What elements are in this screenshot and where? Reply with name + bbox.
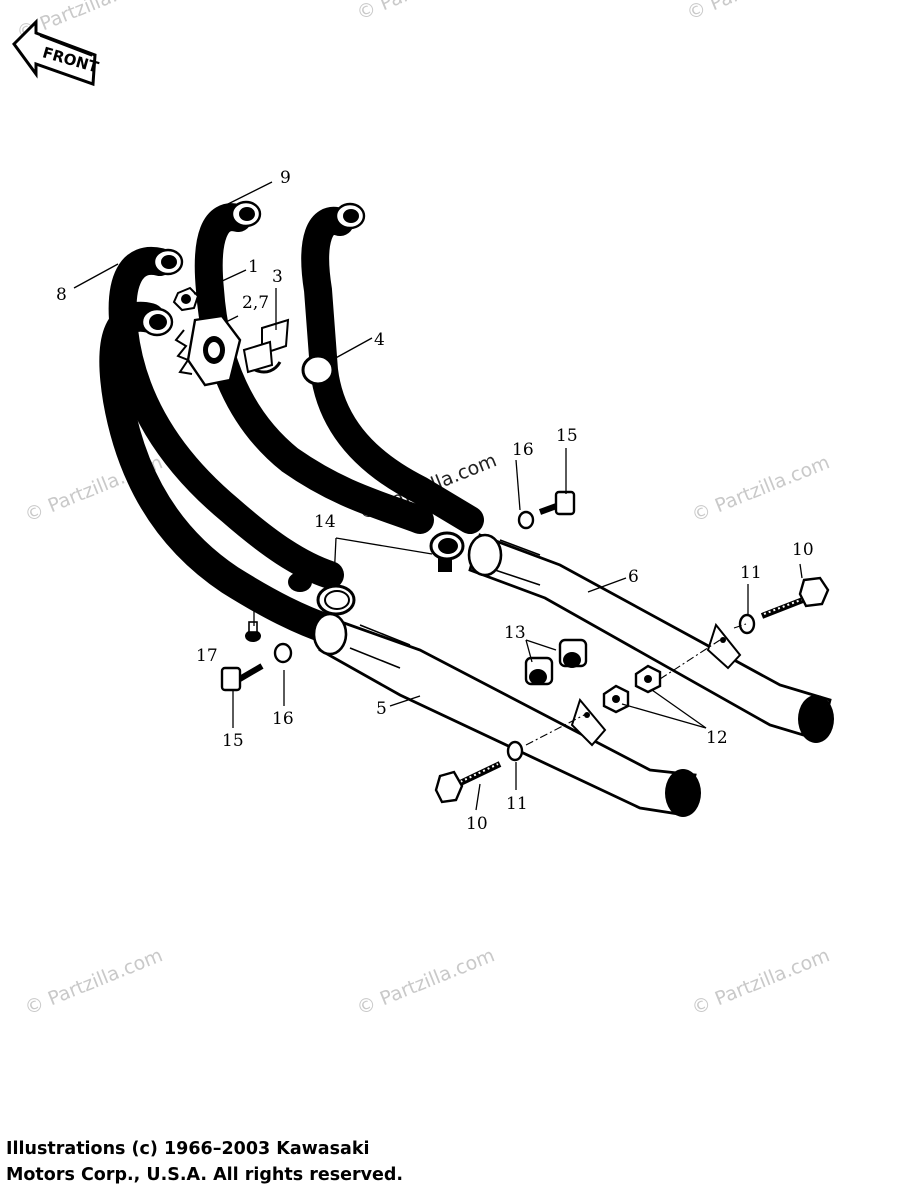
washer-16-lower [273,642,293,664]
callout-5: 5 [376,699,387,719]
muffler-5 [312,612,701,817]
callout-14: 14 [314,512,336,532]
watermark: © Partzilla.com [354,0,498,25]
collar-13-b [524,656,554,686]
muffler-6 [467,533,834,743]
collar-13-a [558,638,588,668]
callout-12: 12 [706,728,728,748]
pipe-rear-left [194,200,434,534]
callout-15: 15 [556,426,578,446]
screw-17 [245,621,261,642]
pipe-front-left [99,301,345,645]
split-keeper-3 [242,318,290,374]
clamp-14-upper [429,531,465,572]
front-arrow-icon: FRONT [12,18,101,87]
callout-13: 13 [504,623,526,643]
watermark: © Partzilla.com [354,944,498,1019]
bolt-15-lower [220,663,264,692]
copyright-notice: Illustrations (c) 1966–2003 Kawasaki Mot… [6,1136,606,1188]
callout-15: 15 [222,731,244,751]
watermark: © Partzilla.com [684,0,828,25]
watermark: © Partzilla.com [689,944,833,1019]
watermark: © Partzilla.com [22,944,166,1019]
alignment-lines [525,623,747,746]
pipe-end [400,510,424,530]
leader-lines [73,181,803,811]
callout-17: 17 [196,646,218,666]
callout-4: 4 [374,330,385,350]
gasket-4 [301,354,335,386]
callout-1: 1 [248,257,259,277]
callout-8: 8 [56,285,67,305]
bolt-15-upper [538,490,576,516]
callout-11: 11 [506,794,528,814]
watermark: © Partzilla.com [689,451,833,526]
callouts: 9 8 1 3 2,7 4 16 15 14 6 10 11 13 17 5 1… [56,168,814,834]
callout-16: 16 [272,709,294,729]
callout-9: 9 [280,168,291,188]
copyright-line-2: Motors Corp., U.S.A. All rights reserved… [6,1165,404,1185]
nut-1 [172,286,200,312]
callout-2-7: 2,7 [242,293,269,313]
callout-11: 11 [740,563,762,583]
bolt-10-upper [760,576,830,619]
callout-10: 10 [792,540,814,560]
clamp-14-lower [316,584,356,616]
callout-10: 10 [466,814,488,834]
callout-16: 16 [512,440,534,460]
exhaust-holder-2-7 [174,314,242,387]
callout-3: 3 [272,267,283,287]
bolt-10-lower [434,761,502,804]
washer-11-upper [738,613,756,635]
pipe-front-right [108,246,344,589]
washer-16-upper [517,510,535,530]
callout-6: 6 [628,567,639,587]
pipe-end [288,572,312,592]
copyright-line-1: Illustrations (c) 1966–2003 Kawasaki [6,1139,370,1159]
washer-11-lower [506,740,524,762]
